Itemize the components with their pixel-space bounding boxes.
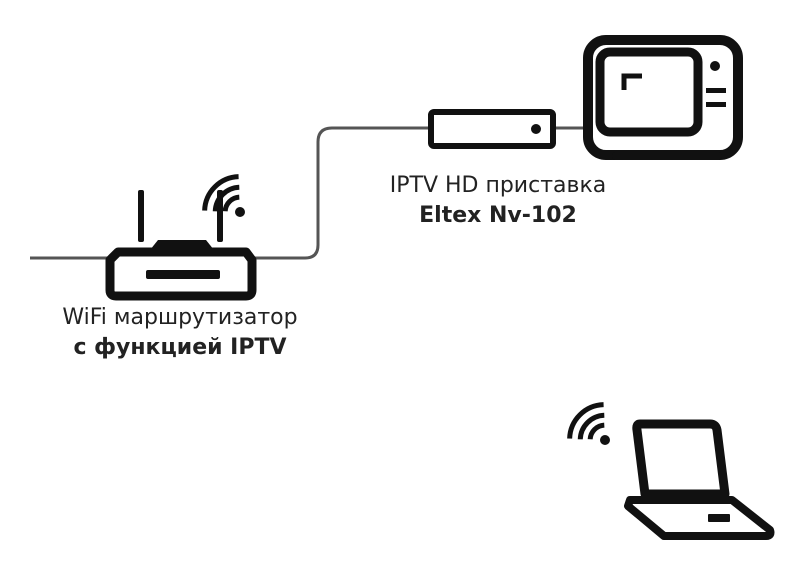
wifi-signal-icon <box>202 174 245 217</box>
router-label-line2: с функцией IPTV <box>73 335 287 360</box>
router-to-stb-cable <box>252 126 428 260</box>
set-top-box-icon <box>428 109 556 149</box>
set-top-box-label-line1: IPTV HD приставка <box>389 173 607 198</box>
tv-icon <box>583 35 743 160</box>
laptop-icon <box>624 419 775 540</box>
set-top-box-label: IPTV HD приставка Eltex Nv-102 <box>353 171 643 231</box>
router-icon <box>105 190 257 301</box>
laptop-wifi-signal-icon <box>567 402 610 445</box>
router-label: WiFi маршрутизатор с функцией IPTV <box>18 303 342 363</box>
router-label-line1: WiFi маршрутизатор <box>62 305 298 330</box>
set-top-box-label-line2: Eltex Nv-102 <box>419 203 577 228</box>
